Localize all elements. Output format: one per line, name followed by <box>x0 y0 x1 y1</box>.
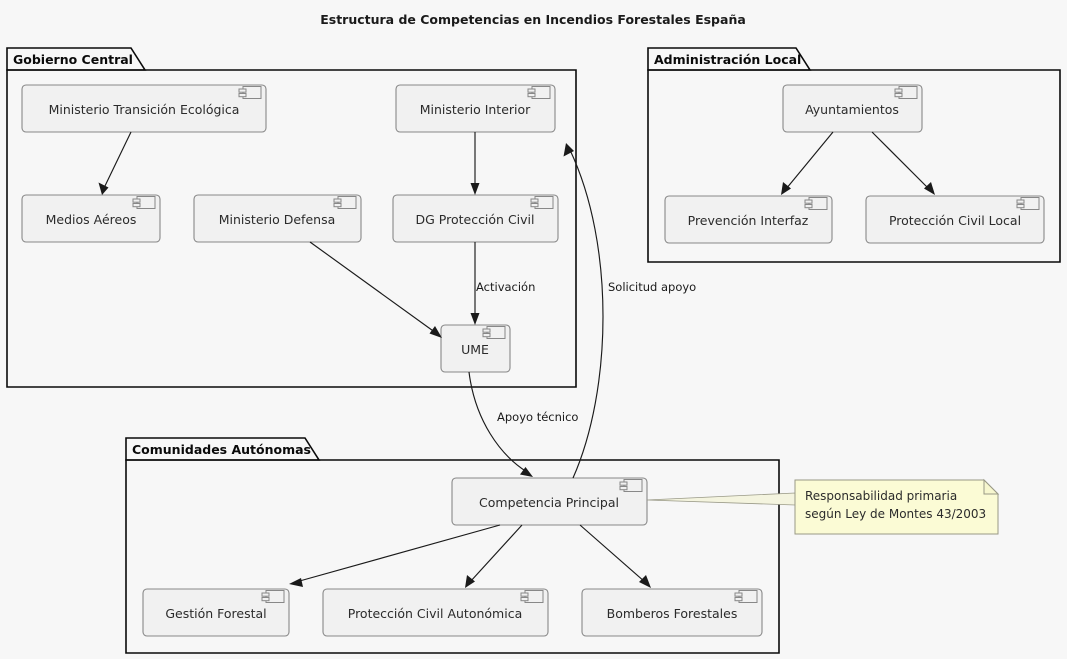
edge-ume-to-competencia-principal: Apoyo técnico <box>468 371 578 477</box>
component-box[interactable] <box>664 195 833 244</box>
component-label: Medios Aéreos <box>46 212 137 227</box>
note-competencia-principal: Responsabilidad primaria según Ley de Mo… <box>646 478 1000 535</box>
component-box[interactable] <box>865 195 1045 244</box>
component-prevencion-interfaz[interactable]: Prevención Interfaz <box>664 195 833 244</box>
component-box[interactable] <box>322 588 549 637</box>
component-box[interactable] <box>21 194 161 243</box>
component-icon <box>482 326 506 339</box>
component-label: Protección Civil Autonómica <box>348 606 522 621</box>
component-label: UME <box>461 342 489 357</box>
edge-transicion-to-medios-aereos <box>98 131 132 195</box>
component-ministerio-transicion-ecologica[interactable]: Ministerio Transición Ecológica <box>21 84 267 133</box>
note-fold-corner <box>983 478 1000 495</box>
component-icon <box>527 86 551 99</box>
component-label: Gestión Forestal <box>165 606 266 621</box>
component-ayuntamientos[interactable]: Ayuntamientos <box>782 84 923 133</box>
package-gobierno-central: Gobierno Central Ministerio Transición E… <box>6 47 577 388</box>
package-label-administracion-local: Administración Local <box>654 52 801 67</box>
component-label: Prevención Interfaz <box>688 213 809 228</box>
component-icon <box>238 86 262 99</box>
note-line-1: Responsabilidad primaria <box>805 489 957 503</box>
package-comunidades-autonomas: Comunidades Autónomas Competencia Princi… <box>125 437 780 654</box>
component-icon <box>132 196 156 209</box>
component-label: Ayuntamientos <box>805 102 899 117</box>
component-dg-proteccion-civil[interactable]: DG Protección Civil <box>392 194 559 243</box>
component-ministerio-interior[interactable]: Ministerio Interior <box>395 84 556 133</box>
component-icon <box>1016 197 1040 210</box>
edge-label-activacion: Activación <box>476 280 535 294</box>
component-icon <box>261 590 285 603</box>
component-icon <box>619 479 643 492</box>
component-icon <box>734 590 758 603</box>
edge-competencia-principal-to-proteccion-civil-autonomica <box>465 524 523 588</box>
edge-dg-to-ume: Activación <box>470 242 535 325</box>
component-icon <box>520 590 544 603</box>
component-icon <box>804 197 828 210</box>
edge-label-solicitud-apoyo: Solicitud apoyo <box>608 280 696 294</box>
edge-ayuntamientos-to-prevencion-interfaz <box>781 131 834 195</box>
component-proteccion-civil-autonomica[interactable]: Protección Civil Autonómica <box>322 588 549 637</box>
package-body-administracion-local <box>647 69 1061 263</box>
component-proteccion-civil-local[interactable]: Protección Civil Local <box>865 195 1045 244</box>
component-icon <box>333 196 357 209</box>
package-administracion-local: Administración Local Ayuntamientos <box>647 47 1061 263</box>
component-label: Protección Civil Local <box>889 213 1021 228</box>
component-medios-aereos[interactable]: Medios Aéreos <box>21 194 161 243</box>
edge-interior-to-dg-proteccion-civil <box>470 132 480 195</box>
component-label: DG Protección Civil <box>415 212 534 227</box>
component-label: Ministerio Defensa <box>219 212 336 227</box>
component-icon <box>894 86 918 99</box>
component-label: Ministerio Transición Ecológica <box>49 102 240 117</box>
edge-defensa-to-ume <box>309 241 442 338</box>
edge-competencia-principal-to-gestion-forestal <box>289 524 501 587</box>
component-label: Competencia Principal <box>479 495 619 510</box>
diagram-title: Estructura de Competencias en Incendios … <box>320 12 746 27</box>
note-connector <box>646 492 796 506</box>
note-body <box>794 479 999 535</box>
component-box[interactable] <box>21 84 267 133</box>
component-bomberos-forestales[interactable]: Bomberos Forestales <box>581 588 763 637</box>
package-label-gobierno-central: Gobierno Central <box>13 52 133 67</box>
note-line-2: según Ley de Montes 43/2003 <box>805 507 986 521</box>
component-box[interactable] <box>581 588 763 637</box>
component-ministerio-defensa[interactable]: Ministerio Defensa <box>193 194 362 243</box>
component-box[interactable] <box>142 588 290 637</box>
package-body-comunidades-autonomas <box>125 459 780 654</box>
component-competencia-principal[interactable]: Competencia Principal <box>451 477 648 526</box>
component-box[interactable] <box>193 194 362 243</box>
component-gestion-forestal[interactable]: Gestión Forestal <box>142 588 290 637</box>
component-label: Ministerio Interior <box>420 102 531 117</box>
package-label-comunidades-autonomas: Comunidades Autónomas <box>132 442 311 457</box>
edge-competencia-principal-to-bomberos-forestales <box>579 524 651 588</box>
component-label: Bomberos Forestales <box>607 606 738 621</box>
component-ume[interactable]: UME <box>440 324 511 373</box>
component-icon <box>530 196 554 209</box>
edge-ayuntamientos-to-proteccion-civil-local <box>871 131 935 195</box>
package-body-gobierno-central <box>6 69 577 388</box>
component-box[interactable] <box>782 84 923 133</box>
component-box[interactable] <box>451 477 648 526</box>
edge-label-apoyo-tecnico: Apoyo técnico <box>497 410 578 424</box>
edge-competencia-principal-to-interior: Solicitud apoyo <box>563 143 696 479</box>
